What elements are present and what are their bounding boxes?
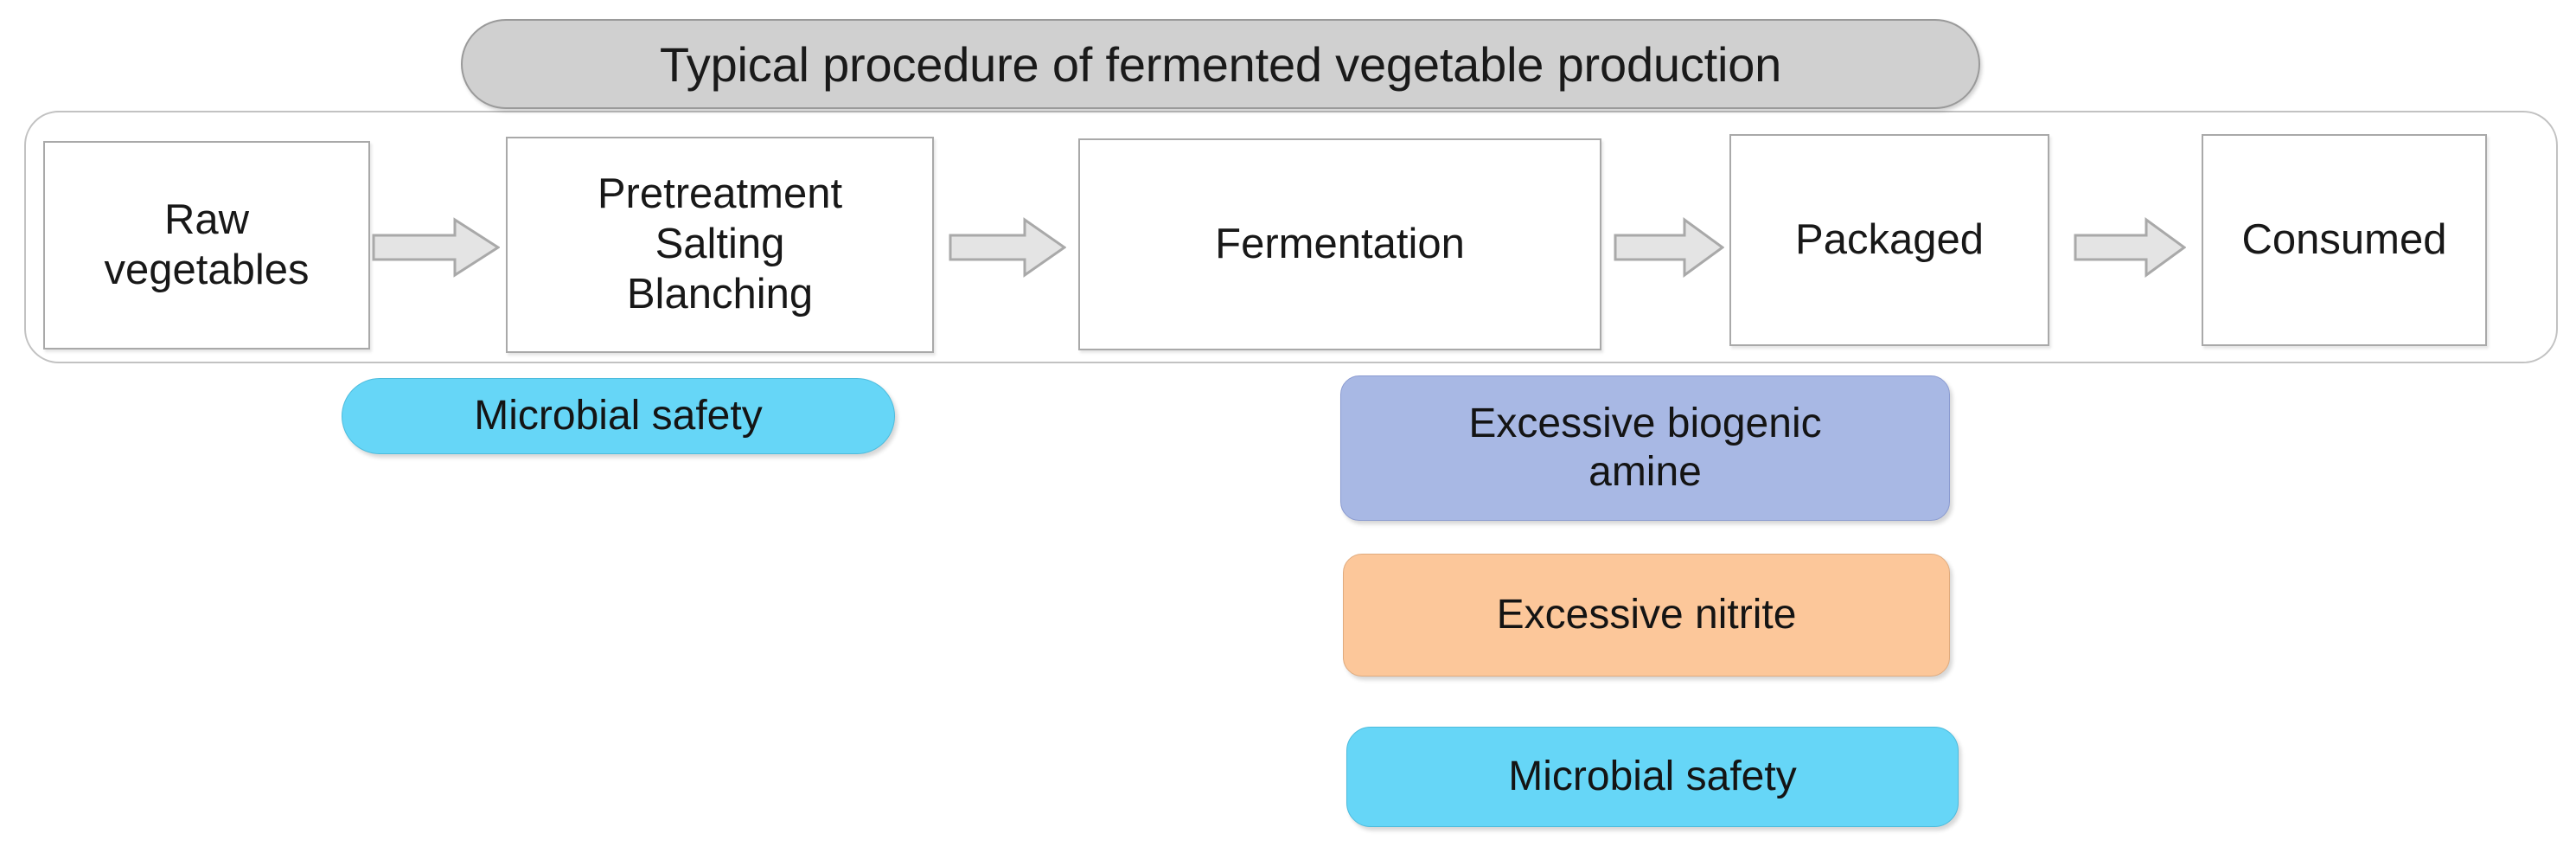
process-step-packaged: Packaged — [1729, 134, 2049, 346]
right-block-arrow-icon — [2074, 217, 2186, 278]
annotation-label: Excessive nitrite — [1496, 592, 1797, 638]
right-block-arrow-icon — [949, 217, 1066, 278]
annotation-label: Microbial safety — [474, 393, 763, 439]
diagram-title-banner: Typical procedure of fermented vegetable… — [461, 19, 1980, 109]
process-flow-container — [24, 111, 2558, 363]
right-block-arrow-icon — [1614, 217, 1724, 278]
page-title: Typical procedure of fermented vegetable… — [659, 36, 1782, 92]
annotation-excessive-nitrite: Excessive nitrite — [1343, 554, 1950, 677]
process-step-label: Consumed — [2241, 215, 2447, 263]
annotation-microbial-safety-pretreatment: Microbial safety — [342, 378, 895, 454]
process-step-label: Packaged — [1795, 215, 1984, 263]
process-step-fermentation: Fermentation — [1078, 138, 1601, 350]
annotation-label: Microbial safety — [1508, 754, 1797, 800]
process-step-label: Fermentation — [1215, 220, 1465, 267]
annotation-microbial-safety-fermentation: Microbial safety — [1346, 727, 1959, 827]
process-step-consumed: Consumed — [2202, 134, 2487, 346]
right-block-arrow-icon — [372, 217, 500, 278]
